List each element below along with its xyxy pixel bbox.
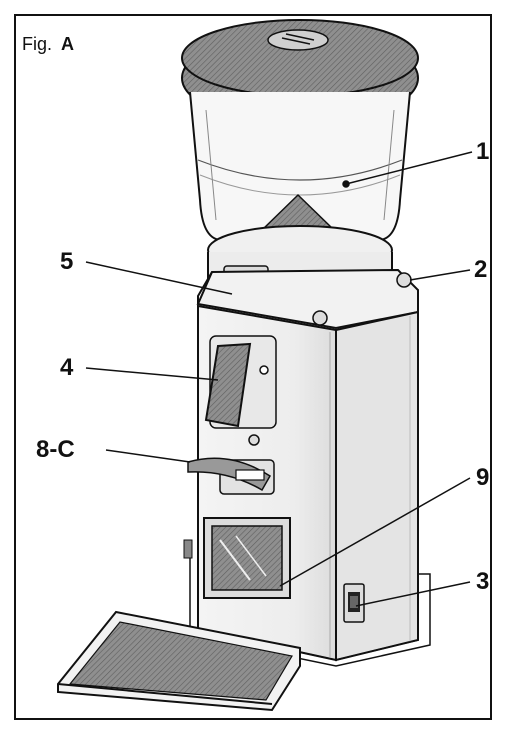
figure-frame <box>14 14 492 720</box>
leader-4 <box>85 367 219 381</box>
figure-title: Fig. A <box>22 34 74 55</box>
leader-5 <box>85 261 233 295</box>
callout-leaders <box>85 151 473 607</box>
figure-title-letter: A <box>61 34 75 54</box>
grounds-window <box>203 517 291 599</box>
callout-1: 1 <box>476 138 490 165</box>
figure-title-prefix: Fig. <box>22 34 53 54</box>
drip-tray <box>57 610 301 712</box>
leader-3 <box>355 581 471 607</box>
leader-1 <box>345 151 473 185</box>
leader-9 <box>279 477 471 587</box>
callout-3: 3 <box>476 568 490 595</box>
portafilter-fork <box>187 457 275 495</box>
lid-knob <box>267 29 329 51</box>
bean-hopper <box>189 91 411 270</box>
callout-5: 5 <box>60 248 74 275</box>
dosing-lever <box>204 335 277 446</box>
callout-9: 9 <box>476 464 490 491</box>
leader-8c <box>105 449 191 463</box>
callout-2: 2 <box>474 256 488 283</box>
side-bolt <box>183 539 193 559</box>
callout-8c: 8-C <box>36 436 75 463</box>
leader-2 <box>409 269 471 281</box>
callout-4: 4 <box>60 354 74 381</box>
power-switch <box>343 583 365 623</box>
adjuster-knob <box>396 272 412 288</box>
